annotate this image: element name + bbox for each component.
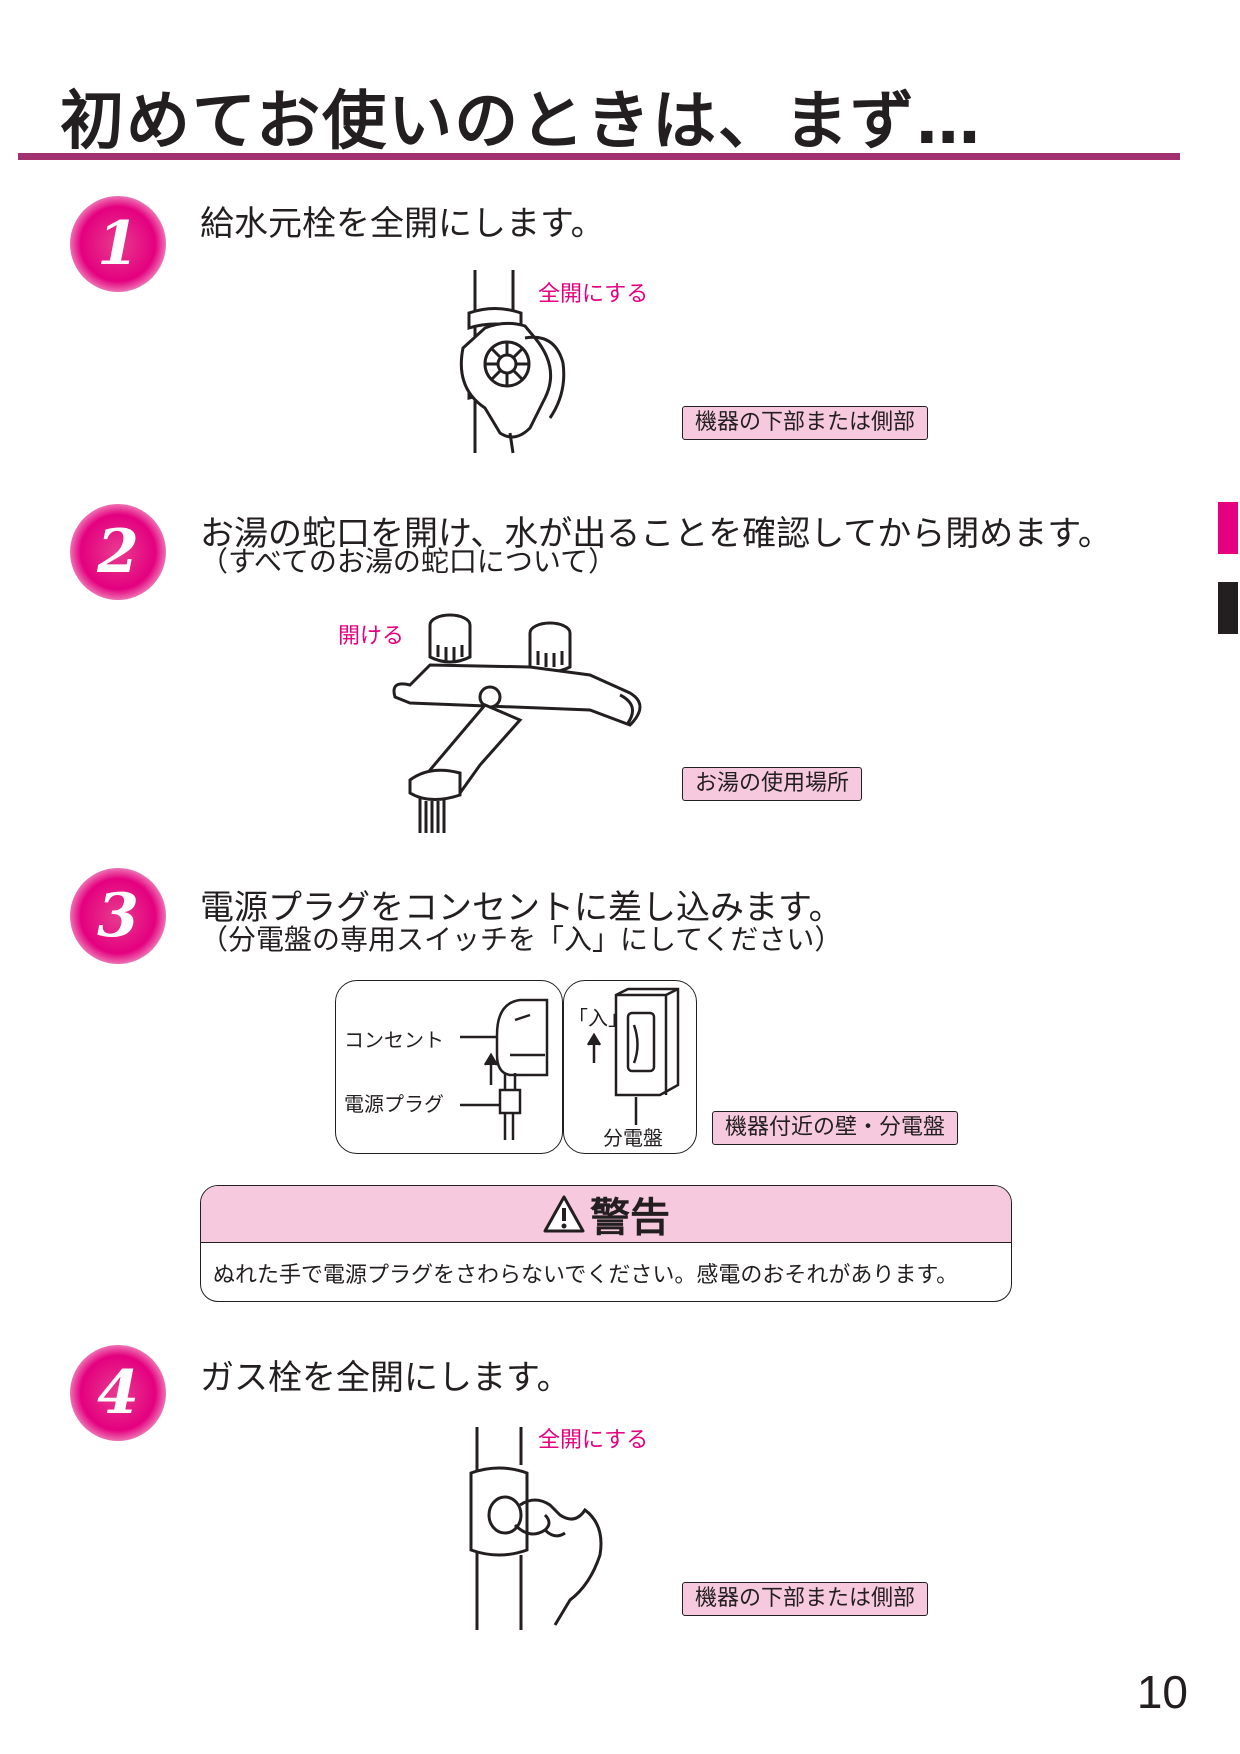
location-badge: 機器の下部または側部 [682,406,929,440]
warning-text: ぬれた手で電源プラグをさわらないでください。感電のおそれがあります。 [213,1263,959,1288]
step-number: 1 [97,209,139,279]
page-number: 10 [1136,1666,1188,1718]
gas-valve-hand-icon [465,1425,625,1635]
step-number-badge: 3 [70,868,166,964]
warning-title: 警告 [590,1195,670,1241]
step-subheading: （すべてのお湯の蛇口について） [200,545,617,578]
action-label: 全開にする [538,1428,649,1453]
page-title: 初めてお使いのときは、まず… [60,85,983,159]
step-number-badge: 4 [70,1345,166,1441]
step-subheading: （分電盤の専用スイッチを「入」にしてください） [200,923,843,956]
step-heading: ガス栓を全開にします。 [200,1358,571,1398]
side-tab-pink [1218,502,1238,554]
breaker-icon [578,985,688,1135]
step-number-badge: 2 [70,504,166,600]
step-heading: 電源プラグをコンセントに差し込みます。 [200,888,843,928]
warning-triangle-icon [543,1195,585,1233]
outlet-and-breaker-icon [455,995,555,1145]
action-label: 全開にする [538,282,649,307]
action-label: 開ける [338,624,405,649]
step-number-badge: 1 [70,196,166,292]
step-heading: 給水元栓を全開にします。 [200,204,605,244]
title-underline [18,153,1180,160]
warning-box: 警告 ぬれた手で電源プラグをさわらないでください。感電のおそれがあります。 [200,1185,1012,1302]
location-badge: 機器の下部または側部 [682,1582,929,1616]
faucet-icon [390,605,650,837]
water-valve-hand-icon [455,268,595,460]
location-badge: お湯の使用場所 [682,767,863,801]
breaker-label: 分電盤 [603,1126,663,1150]
step-heading: お湯の蛇口を開け、水が出ることを確認してから閉めます。 [200,514,1112,554]
step-number: 3 [97,881,139,951]
step-number: 4 [97,1358,139,1428]
step-number: 2 [97,517,139,587]
outlet-label: コンセント [344,1028,444,1052]
warning-header: 警告 [201,1186,1011,1243]
side-tab-dark [1218,582,1238,634]
plug-label: 電源プラグ [344,1092,444,1116]
location-badge: 機器付近の壁・分電盤 [712,1111,959,1145]
